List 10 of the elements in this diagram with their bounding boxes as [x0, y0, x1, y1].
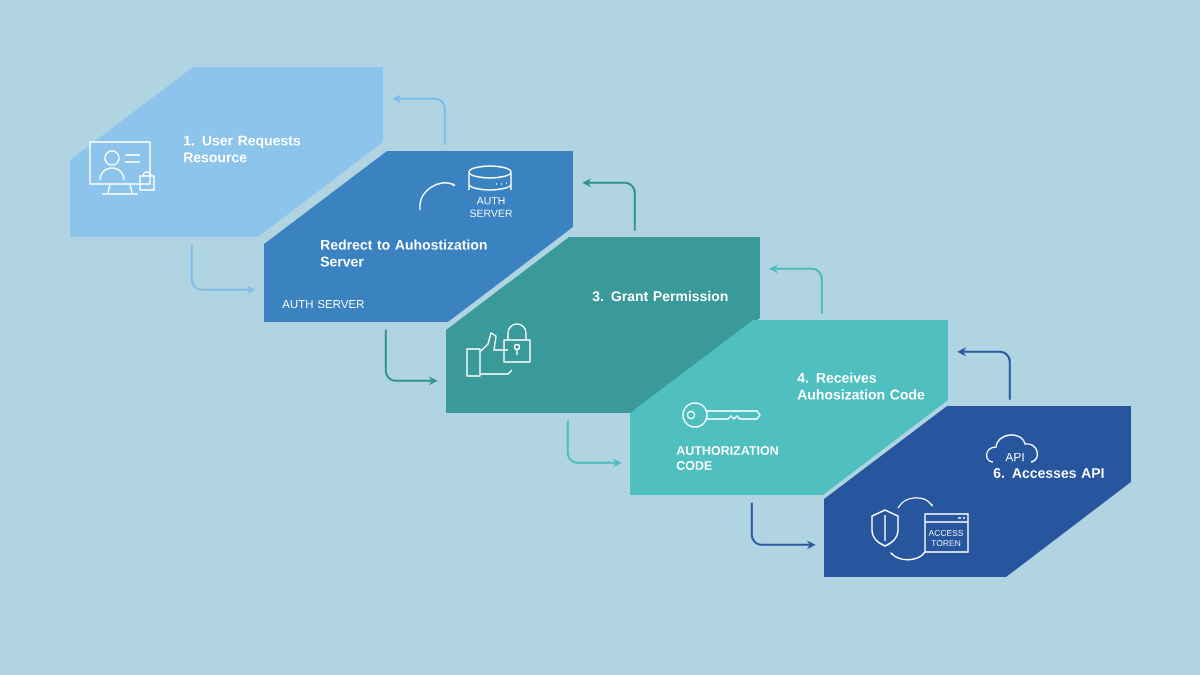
step-label: 4. Receives Auhosization Code: [797, 372, 925, 400]
step-label: 1. User Requests Resource: [184, 135, 301, 163]
step-label: Redrect to Auhostization Server: [320, 239, 487, 267]
step-label: AUTH SERVER: [282, 299, 364, 309]
step-label: 3. Grant Permission: [592, 290, 728, 302]
step-label: AUTH SERVER: [470, 197, 512, 217]
step-label: ACCESS TOREN: [928, 529, 964, 547]
step-label: API: [1005, 452, 1024, 462]
step-label: AUTHORIZATION CODE: [676, 446, 778, 470]
step-label: 6. Accesses API: [993, 468, 1104, 478]
